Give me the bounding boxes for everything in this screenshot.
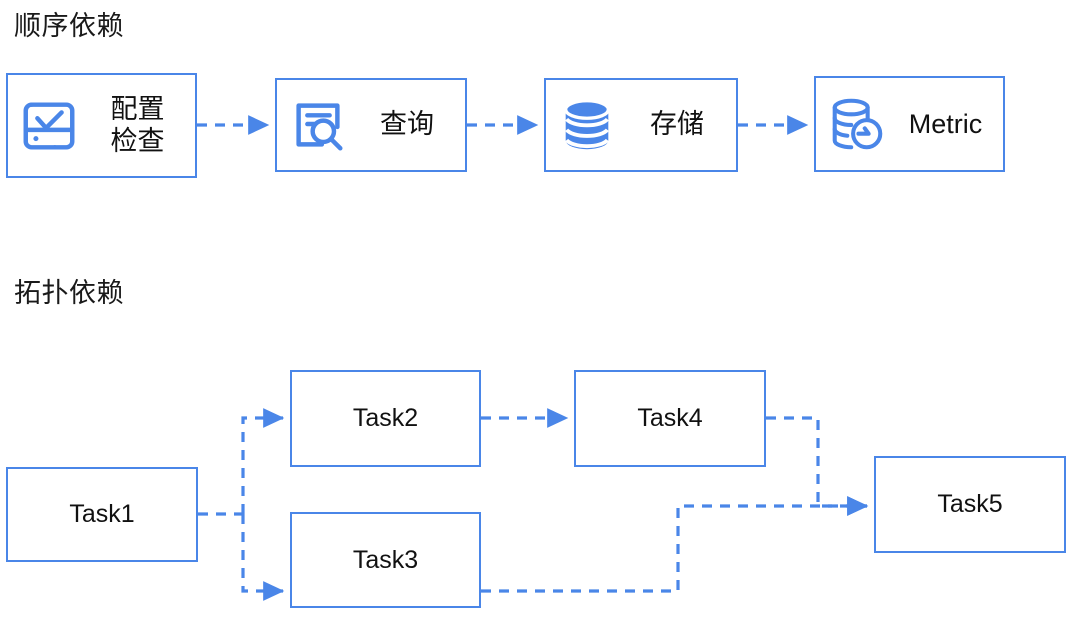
edge-task1-to-task2 bbox=[241, 408, 285, 514]
node-task2-label: Task2 bbox=[352, 404, 419, 432]
node-task1[interactable]: Task1 bbox=[6, 467, 198, 562]
topological-edges bbox=[198, 408, 869, 601]
node-task1-label: Task1 bbox=[69, 500, 135, 528]
node-metric-label: Metric bbox=[908, 108, 983, 139]
document-search-icon bbox=[296, 103, 343, 151]
node-metric[interactable]: Metric bbox=[814, 76, 1005, 172]
node-config-check[interactable]: 配置 检查 bbox=[6, 73, 197, 178]
node-query-label: 查询 bbox=[380, 109, 434, 140]
edge-task3-to-task5 bbox=[481, 496, 869, 593]
node-task3[interactable]: Task3 bbox=[290, 512, 481, 608]
config-check-icon bbox=[23, 101, 75, 150]
node-task4-label: Task4 bbox=[637, 404, 703, 432]
node-query[interactable]: 查询 bbox=[275, 78, 467, 172]
node-task5[interactable]: Task5 bbox=[874, 456, 1066, 553]
database-icon bbox=[564, 99, 610, 150]
sequential-section-heading: 顺序依赖 bbox=[14, 11, 124, 41]
edge-task4-to-task5 bbox=[766, 416, 869, 516]
node-task2[interactable]: Task2 bbox=[290, 370, 481, 467]
edge-task1-to-task3 bbox=[241, 514, 285, 601]
database-clock-icon bbox=[832, 98, 883, 150]
node-task4[interactable]: Task4 bbox=[574, 370, 766, 467]
topological-section-heading: 拓扑依赖 bbox=[14, 278, 124, 308]
node-storage-label: 存储 bbox=[650, 109, 704, 140]
node-config-check-label: 配置 检查 bbox=[110, 93, 165, 156]
node-task5-label: Task5 bbox=[937, 490, 1003, 518]
node-task3-label: Task3 bbox=[352, 545, 419, 574]
node-storage[interactable]: 存储 bbox=[544, 78, 738, 172]
